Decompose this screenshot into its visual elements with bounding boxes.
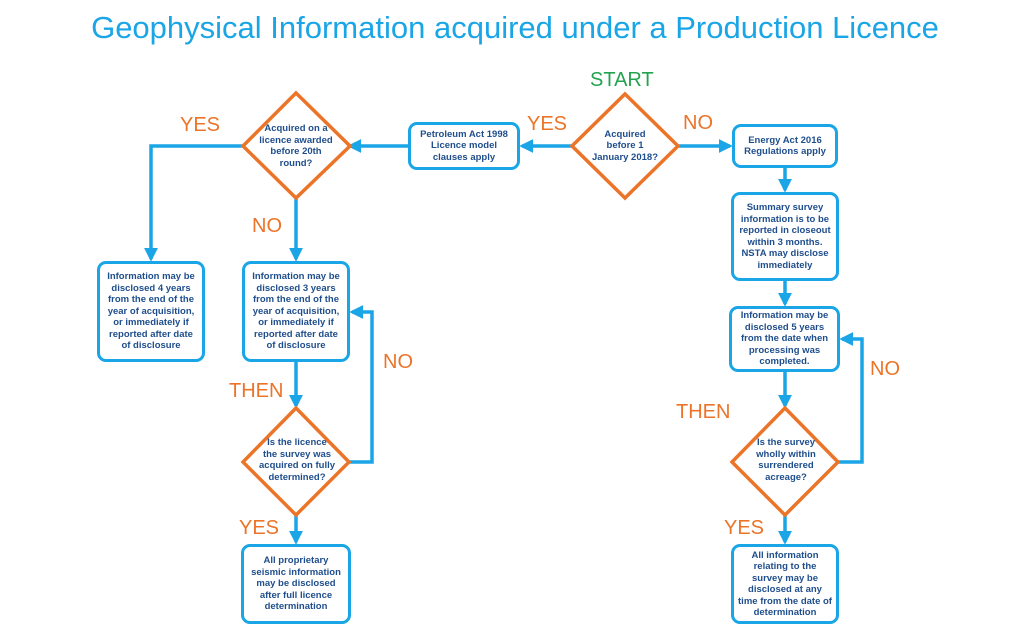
petroleum-act-box: Petroleum Act 1998 Licence model clauses… — [408, 122, 520, 170]
arrow-determined-no-loop — [349, 305, 374, 464]
start-label: START — [590, 69, 654, 91]
summary-survey-box: Summary survey information is to be repo… — [731, 192, 839, 281]
three-years-box: Information may be disclosed 3 years fro… — [242, 261, 350, 362]
no-loop-label-left: NO — [383, 351, 413, 373]
decision-start-diamond — [569, 91, 681, 201]
yes-label-top-left: YES — [180, 114, 221, 136]
yes-label-bottom-left: YES — [239, 517, 280, 539]
then-label-right: THEN — [676, 401, 731, 423]
no-label-left: NO — [252, 215, 282, 237]
decision-surrendered-diamond — [729, 405, 841, 518]
energy-act-box: Energy Act 2016 Regulations apply — [732, 124, 838, 168]
decision-start-text: Acquired before 1 January 2018? — [591, 128, 658, 163]
yes-label-bottom-right: YES — [724, 517, 765, 539]
five-years-box: Information may be disclosed 5 years fro… — [729, 306, 840, 372]
arrow-surrendered-no-loop — [838, 332, 864, 464]
arrow-round-yes-to-four-years — [144, 144, 243, 262]
four-years-box: Information may be disclosed 4 years fro… — [97, 261, 205, 362]
yes-label-top-mid: YES — [527, 113, 568, 135]
decision-determined-diamond — [240, 405, 352, 518]
decision-determined-text: Is the licence the survey was acquired o… — [259, 437, 336, 483]
decision-surrendered-text: Is the survey wholly within surrendered … — [756, 437, 816, 483]
diagram-title: Geophysical Information acquired under a… — [91, 10, 939, 45]
proprietary-seismic-box: All proprietary seismic information may … — [241, 544, 351, 624]
decision-round-text: Acquired on a licence awarded before 20t… — [259, 123, 333, 169]
no-loop-label-right: NO — [870, 358, 900, 380]
all-information-box: All information relating to the survey m… — [731, 544, 839, 624]
then-label-left: THEN — [229, 380, 284, 402]
decision-round-diamond — [240, 90, 353, 201]
no-label-top-right: NO — [683, 112, 713, 134]
